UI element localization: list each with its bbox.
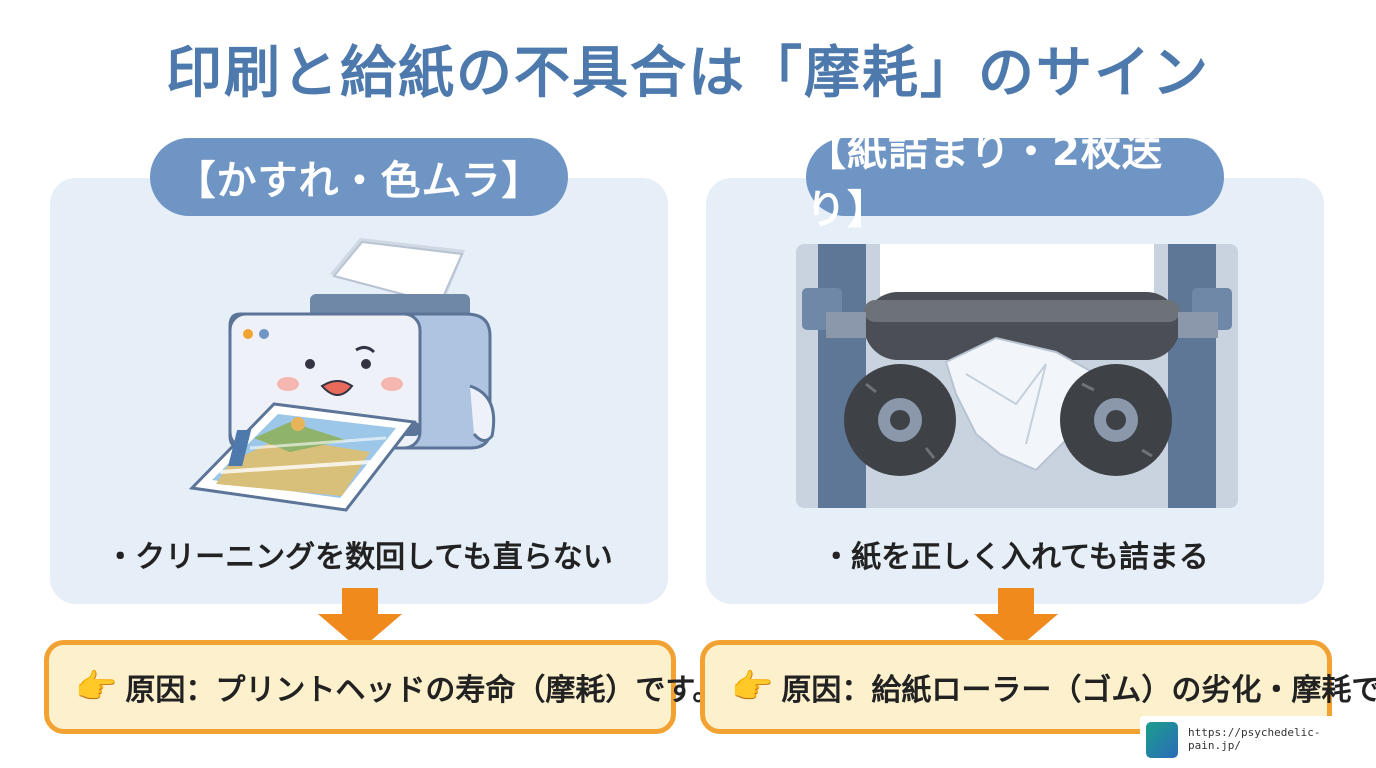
site-url-text: https://psychedelic-pain.jp/ xyxy=(1188,726,1321,752)
crumpled-paper-icon xyxy=(944,336,1098,472)
faded-photo-icon xyxy=(188,402,417,512)
site-url[interactable]: https://psychedelic-pain.jp/ xyxy=(1140,716,1368,762)
feed-roller-icon xyxy=(826,292,1218,360)
cause-text-print-head: 原因：プリントヘッドの寿命（摩耗）です。 xyxy=(125,673,723,708)
pointing-hand-icon: 👉 xyxy=(731,667,774,707)
pointing-hand-icon: 👉 xyxy=(75,667,118,707)
down-arrow-icon xyxy=(974,588,1058,650)
down-arrow-icon xyxy=(318,588,402,650)
symptom-print-quality: ・クリーニングを数回しても直らない xyxy=(105,540,613,575)
site-logo-icon xyxy=(1146,722,1178,758)
worn-wheel-icon xyxy=(844,364,1172,476)
cause-text-feed-roller: 原因：給紙ローラー（ゴム）の劣化・摩耗です。 xyxy=(781,673,1376,708)
sad-printer-illustration xyxy=(188,238,496,512)
symptom-paper-feed: ・紙を正しく入れても詰まる xyxy=(821,540,1209,575)
printer-face-icon xyxy=(277,345,403,396)
page-title: 印刷と給紙の不具合は「摩耗」のサイン xyxy=(166,41,1210,106)
header-pill-print-quality: 【かすれ・色ムラ】 xyxy=(150,138,568,216)
paper-top-icon xyxy=(330,238,465,306)
header-pill-paper-feed: 【紙詰まり・2枚送り】 xyxy=(806,129,1224,233)
worn-feed-roller-illustration xyxy=(796,244,1238,508)
cause-box-print-head: 👉 原因：プリントヘッドの寿命（摩耗）です。 xyxy=(44,640,722,734)
